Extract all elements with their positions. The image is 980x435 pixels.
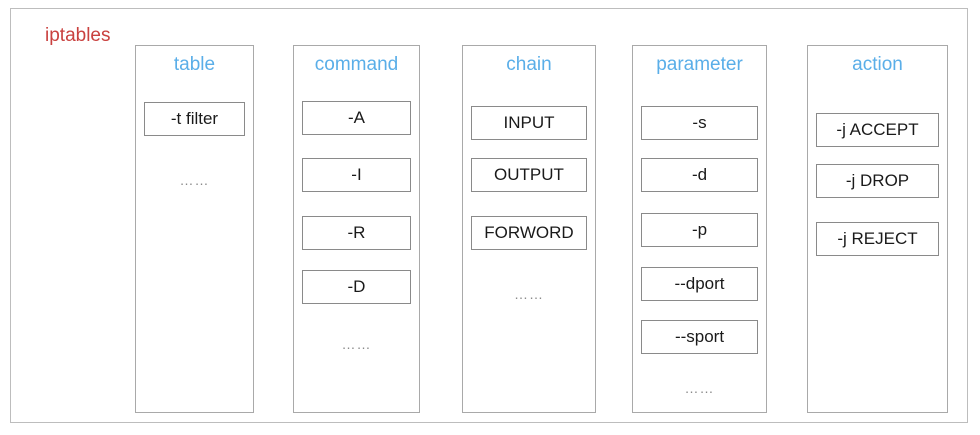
- more-ellipsis: ……: [514, 286, 544, 302]
- option-box: -j DROP: [816, 164, 939, 198]
- option-box: -j REJECT: [816, 222, 939, 256]
- column-header-parameter: parameter: [656, 54, 743, 75]
- option-box: -p: [641, 213, 758, 247]
- diagram-title: iptables: [45, 25, 111, 46]
- option-box: FORWORD: [471, 216, 587, 250]
- option-box: -I: [302, 158, 411, 192]
- option-box: -R: [302, 216, 411, 250]
- column-command: command -A -I -R -D ……: [293, 45, 420, 413]
- option-box: -A: [302, 101, 411, 135]
- column-header-chain: chain: [506, 54, 552, 75]
- option-box: -s: [641, 106, 758, 140]
- option-box: OUTPUT: [471, 158, 587, 192]
- option-box: -t filter: [144, 102, 245, 136]
- column-header-table: table: [173, 54, 216, 75]
- option-box: -j ACCEPT: [816, 113, 939, 147]
- column-parameter: parameter -s -d -p --dport --sport ……: [632, 45, 767, 413]
- option-box: --sport: [641, 320, 758, 354]
- column-table: table -t filter ……: [135, 45, 254, 413]
- more-ellipsis: ……: [179, 172, 210, 188]
- column-action: action -j ACCEPT -j DROP -j REJECT: [807, 45, 948, 413]
- column-header-action: action: [852, 54, 903, 75]
- more-ellipsis: ……: [684, 380, 715, 396]
- column-header-command: command: [314, 54, 399, 75]
- option-box: -d: [641, 158, 758, 192]
- option-box: INPUT: [471, 106, 587, 140]
- more-ellipsis: ……: [341, 336, 372, 352]
- diagram-frame: iptables table -t filter …… command -A -…: [10, 8, 968, 423]
- option-box: -D: [302, 270, 411, 304]
- option-box: --dport: [641, 267, 758, 301]
- column-chain: chain INPUT OUTPUT FORWORD ……: [462, 45, 596, 413]
